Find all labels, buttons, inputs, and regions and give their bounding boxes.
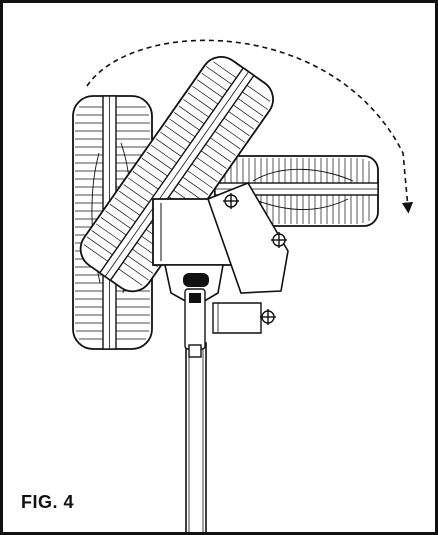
- stand-pole: [185, 342, 207, 532]
- motor-housing: [152, 182, 289, 334]
- figure-caption: FIG. 4: [21, 492, 75, 512]
- tilt-direction-arrow: [86, 39, 414, 214]
- tilt-knob-upper: [223, 193, 239, 209]
- fan-grille-diagonal: [79, 56, 274, 293]
- neck-connector: [164, 264, 224, 358]
- tilt-knob-lower: [260, 309, 276, 325]
- fan-tilt-diagram: [72, 39, 414, 532]
- tilt-knob-middle: [271, 232, 287, 248]
